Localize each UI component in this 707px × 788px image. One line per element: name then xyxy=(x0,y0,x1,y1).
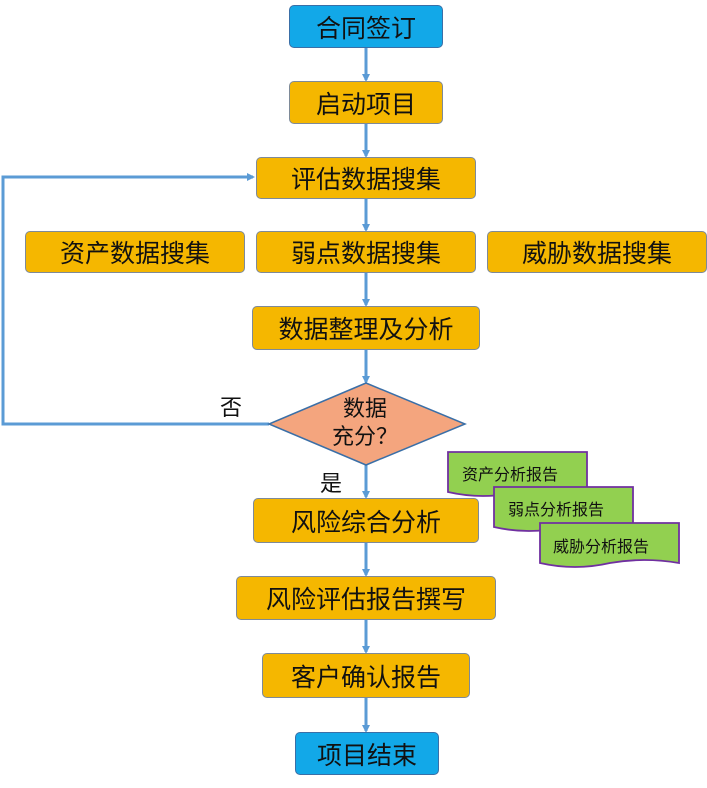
node-client-confirm-label: 客户确认报告 xyxy=(290,662,441,692)
decision-label-line2: 充分？ xyxy=(331,425,398,450)
node-asset-data-collection: 资产数据搜集 xyxy=(25,231,245,273)
doc-asset-report-label: 资产分析报告 xyxy=(462,465,559,484)
node-eval-data-collection-label: 评估数据搜集 xyxy=(290,165,441,194)
node-vuln-data-collection: 弱点数据搜集 xyxy=(256,231,476,273)
node-data-analysis-label: 数据整理及分析 xyxy=(278,315,454,344)
node-contract-signing-label: 合同签订 xyxy=(315,13,416,43)
node-asset-data-collection-label: 资产数据搜集 xyxy=(59,239,210,268)
node-vuln-data-collection-label: 弱点数据搜集 xyxy=(290,239,441,268)
label-no: 否 xyxy=(220,396,243,421)
decision-diamond xyxy=(267,382,467,466)
label-yes: 是 xyxy=(320,472,343,497)
node-report-writing-label: 风险评估报告撰写 xyxy=(265,585,466,614)
decision-label-line1: 数据 xyxy=(342,397,387,422)
node-eval-data-collection: 评估数据搜集 xyxy=(256,157,476,199)
node-project-start: 启动项目 xyxy=(289,81,443,124)
doc-vuln-report-label: 弱点分析报告 xyxy=(508,500,605,519)
node-contract-signing: 合同签订 xyxy=(289,5,443,48)
node-data-analysis: 数据整理及分析 xyxy=(252,306,480,350)
decision-label: 数据 充分？ xyxy=(290,396,440,452)
node-project-end-label: 项目结束 xyxy=(316,740,417,770)
node-risk-analysis-label: 风险综合分析 xyxy=(290,507,441,537)
loop-back-arrow xyxy=(1,173,269,426)
node-threat-data-collection: 威胁数据搜集 xyxy=(487,231,707,273)
doc-threat-report-label: 威胁分析报告 xyxy=(553,537,650,556)
node-report-writing: 风险评估报告撰写 xyxy=(236,576,496,620)
node-risk-analysis: 风险综合分析 xyxy=(253,498,479,543)
doc-threat-report-shape xyxy=(539,522,680,568)
node-project-end: 项目结束 xyxy=(295,732,439,775)
node-project-start-label: 启动项目 xyxy=(315,89,416,119)
node-threat-data-collection-label: 威胁数据搜集 xyxy=(521,239,672,268)
node-client-confirm: 客户确认报告 xyxy=(262,653,470,698)
document-stack xyxy=(447,451,680,568)
